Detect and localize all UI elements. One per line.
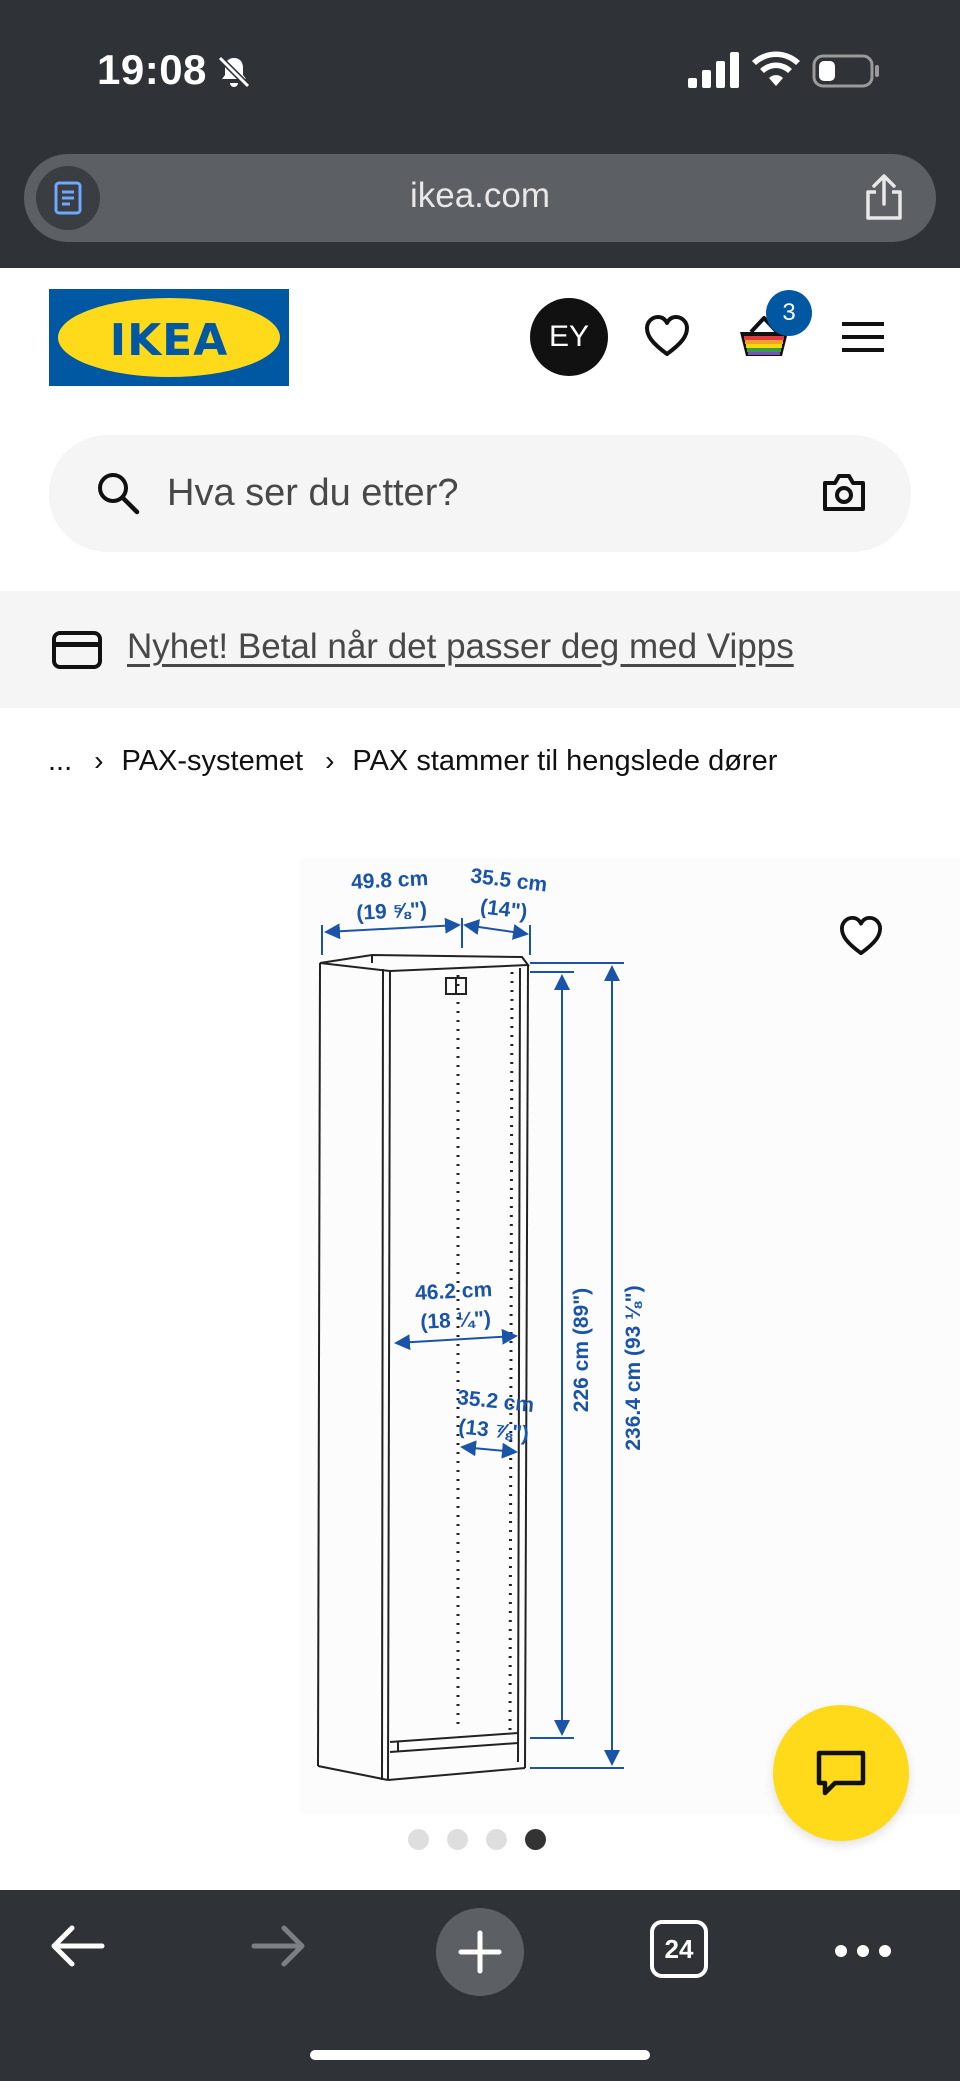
cart-basket-icon[interactable] (737, 314, 791, 360)
total-height-label: 236.4 cm (93 ⅛") (622, 1285, 645, 1450)
carousel-dot-active[interactable] (525, 1829, 546, 1850)
cart-count-badge: 3 (766, 290, 812, 336)
home-indicator (310, 2050, 650, 2060)
chat-button[interactable] (773, 1705, 909, 1841)
hamburger-menu-icon[interactable] (842, 320, 884, 354)
breadcrumb: ... › PAX-systemet › PAX stammer til hen… (48, 741, 777, 781)
search-icon (98, 473, 140, 515)
browser-bottom-toolbar: 24 (0, 1890, 960, 2081)
tab-count-button[interactable]: 24 (650, 1920, 708, 1978)
search-bar[interactable] (49, 435, 911, 552)
battery-icon (812, 54, 879, 88)
inner-height-label: 226 cm (89") (570, 1288, 593, 1412)
account-avatar[interactable]: EY (530, 298, 608, 376)
wifi-icon (752, 51, 800, 86)
dimension-lines (321, 917, 624, 1769)
search-input[interactable] (167, 463, 727, 523)
breadcrumb-ellipsis[interactable]: ... (48, 744, 73, 777)
promo-link[interactable]: Nyhet! Betal når det passer deg med Vipp… (127, 627, 794, 666)
promo-banner: Nyhet! Betal når det passer deg med Vipp… (0, 591, 960, 708)
status-time: 19:08 (97, 46, 207, 93)
bell-muted-icon (217, 55, 251, 89)
carousel-indicator (408, 1829, 564, 1850)
cellular-signal-icon (688, 52, 739, 88)
new-tab-button[interactable] (436, 1908, 524, 1996)
breadcrumb-chevron-icon: › (325, 745, 335, 776)
breadcrumb-chevron-icon: › (94, 745, 104, 776)
breadcrumb-item-pax-frames[interactable]: PAX stammer til hengslede dører (352, 744, 778, 777)
breadcrumb-item-pax-system[interactable]: PAX-systemet (121, 744, 304, 777)
logo-text: IKEA (109, 315, 229, 366)
forward-arrow-icon[interactable] (250, 1922, 308, 1970)
wardrobe-frame-drawing (317, 953, 530, 1781)
share-icon[interactable] (862, 172, 906, 222)
plus-icon (458, 1930, 502, 1974)
more-options-icon[interactable] (834, 1944, 892, 1958)
carousel-dot[interactable] (408, 1829, 429, 1850)
browser-top-chrome: 19:08 ikea.com (0, 0, 960, 268)
save-to-favourites-heart-icon[interactable] (838, 915, 884, 957)
carousel-dot[interactable] (447, 1829, 468, 1850)
depth-in-label: (14") (479, 895, 529, 924)
credit-card-icon (52, 631, 102, 669)
carousel-dot[interactable] (486, 1829, 507, 1850)
url-text[interactable]: ikea.com (409, 176, 551, 215)
reader-mode-icon[interactable] (36, 166, 100, 230)
ikea-logo[interactable]: IKEA R (49, 289, 289, 386)
product-dimension-image[interactable]: 49.8 cm (19 ⅝") 35.5 cm (14") 46.2 cm (1… (0, 820, 960, 1840)
width-cm-label: 49.8 cm (351, 867, 429, 894)
inner-width-in-label: (18 ¼") (420, 1307, 492, 1334)
inner-width-cm-label: 46.2 cm (415, 1278, 493, 1305)
wishlist-heart-icon[interactable] (644, 314, 690, 358)
back-arrow-icon[interactable] (48, 1922, 106, 1970)
url-bar[interactable]: ikea.com (24, 154, 936, 242)
chat-bubble-icon (816, 1750, 866, 1796)
camera-search-icon[interactable] (821, 471, 867, 513)
width-in-label: (19 ⅝") (356, 898, 428, 925)
